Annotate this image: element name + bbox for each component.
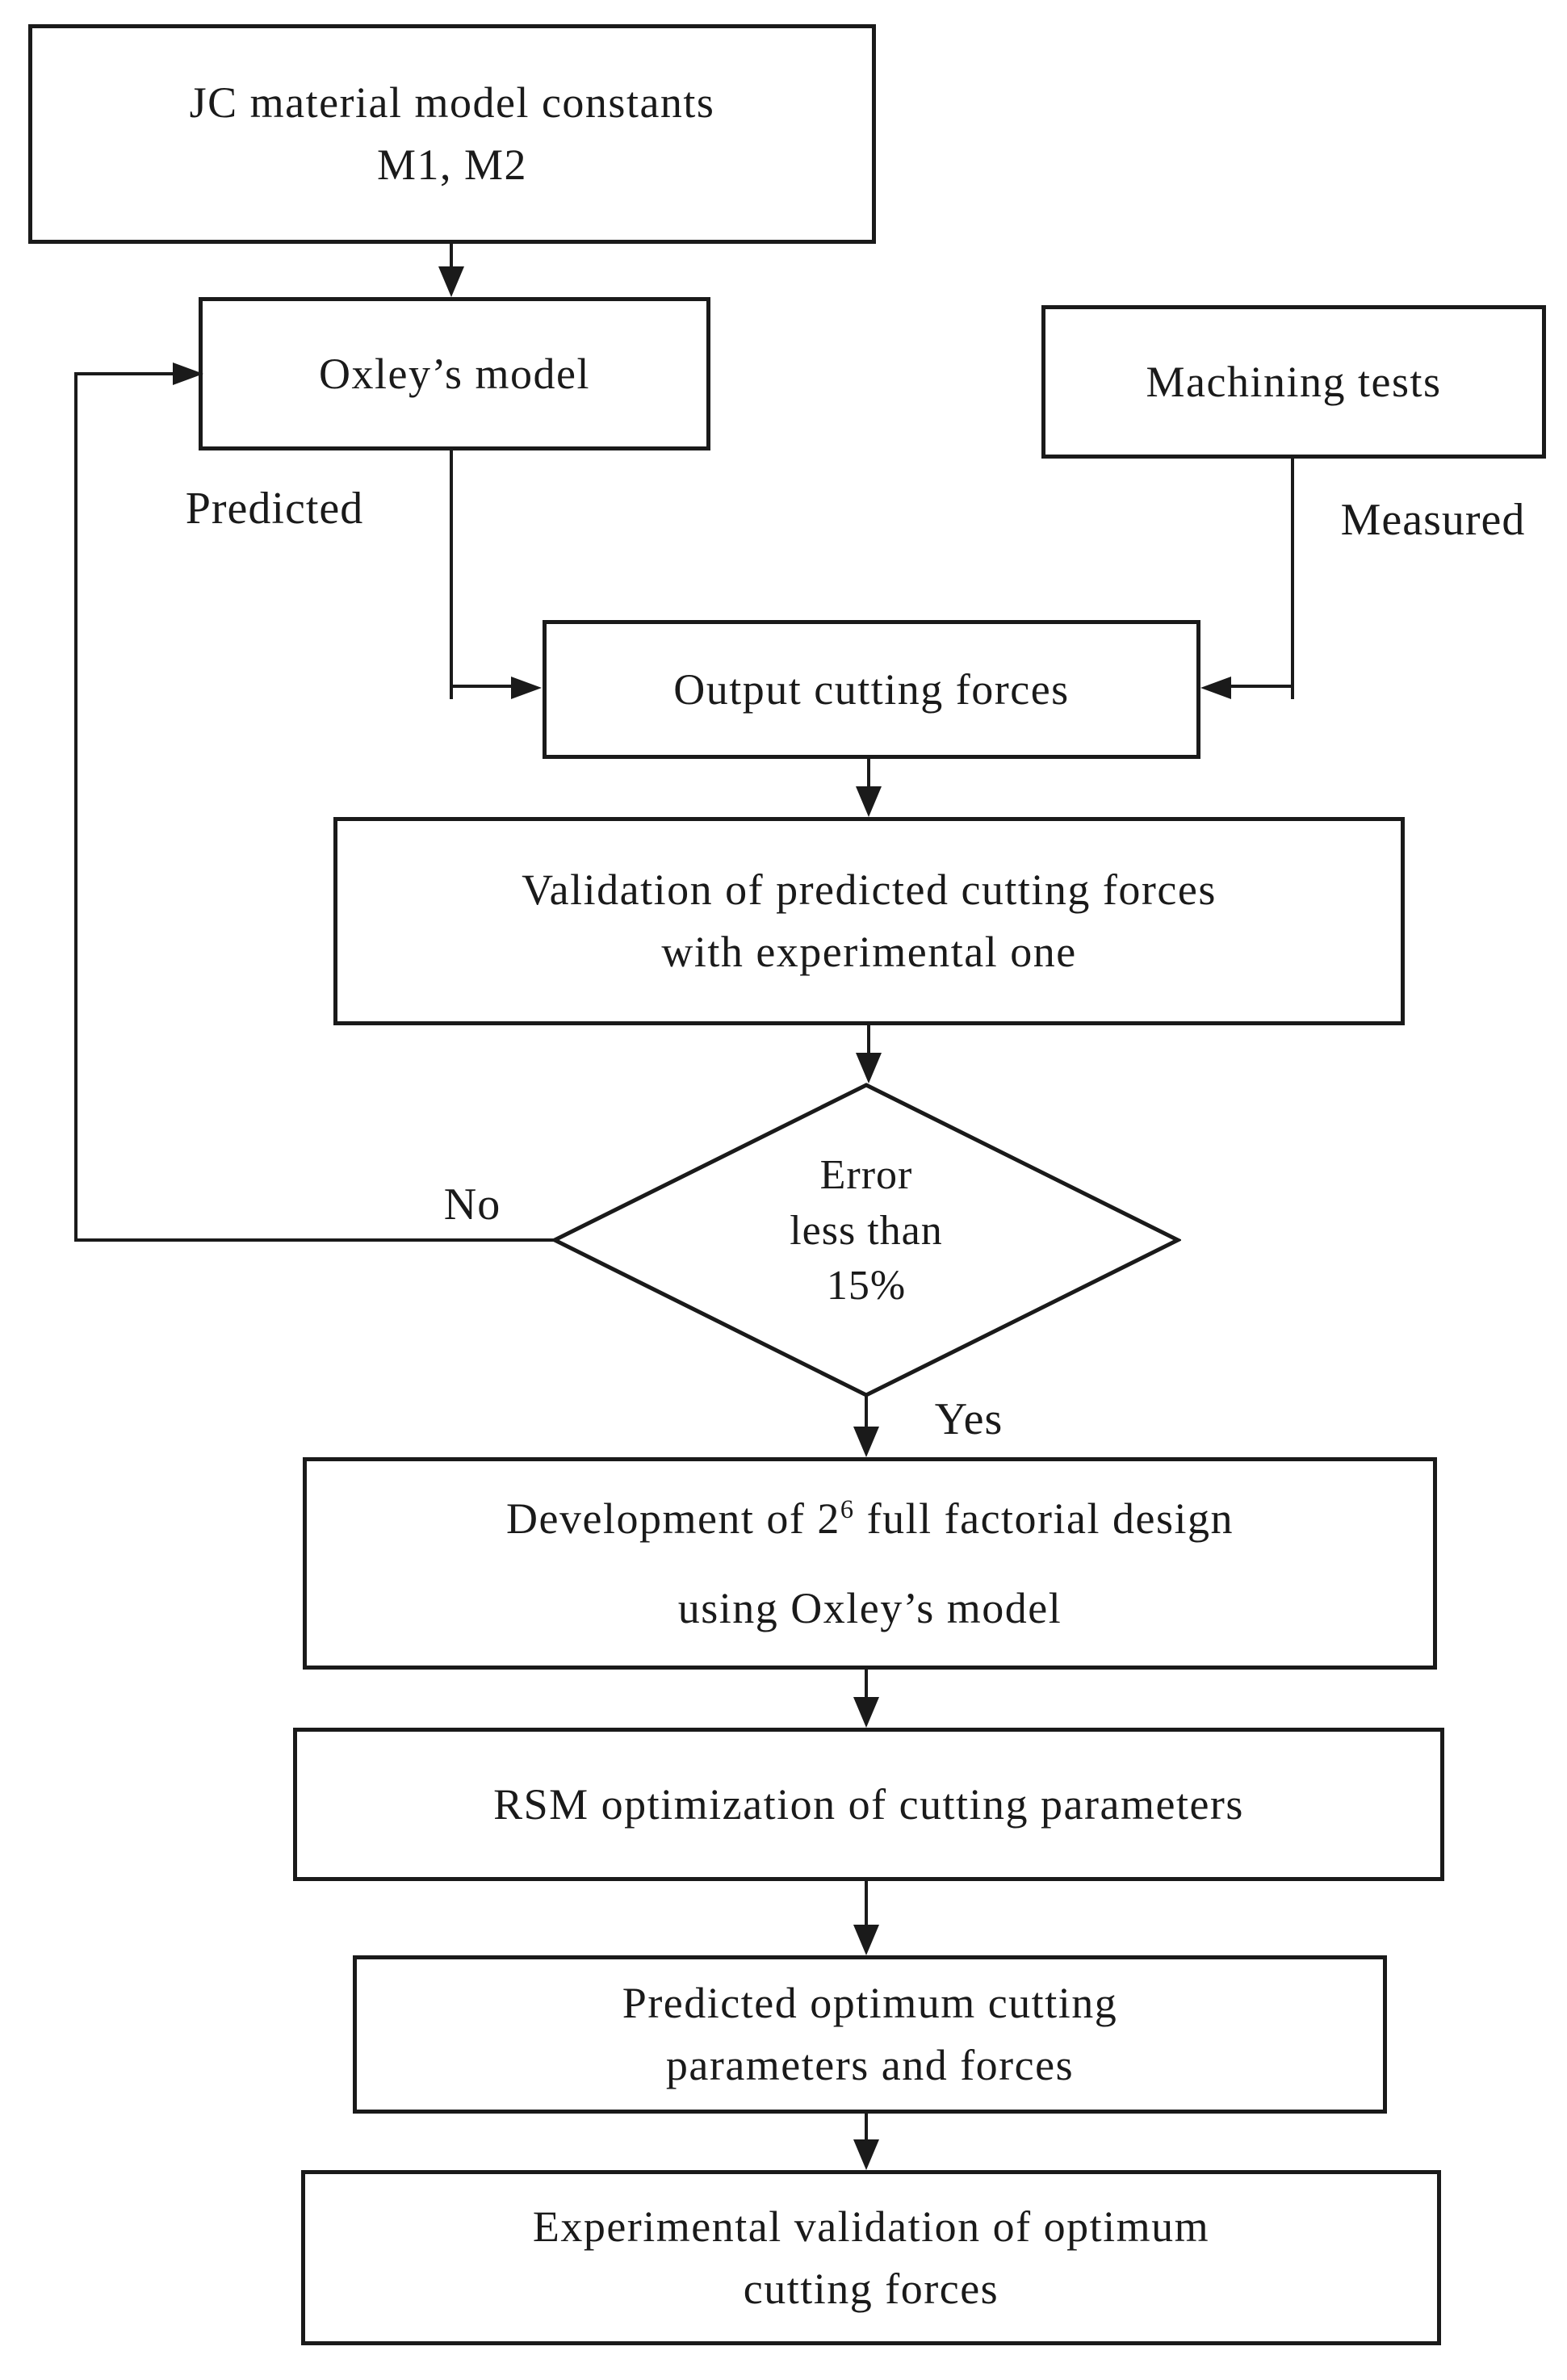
node-text-line: JC material model constants (189, 78, 715, 128)
arrowhead-rsm-to-predicted (853, 1925, 879, 1955)
node-text-line: RSM optimization of cutting parameters (493, 1779, 1244, 1829)
decision-text-line: 15% (826, 1263, 907, 1309)
node-text-line: with experimental one (661, 928, 1077, 976)
flowchart-node-experimental-validation: Experimental validation of optimum cutti… (301, 2170, 1441, 2345)
edge-predicted-to-experimental-line (865, 2114, 868, 2143)
node-text-line: Output cutting forces (673, 664, 1070, 714)
development-exponent: 6 (840, 1494, 855, 1524)
arrowhead-jc-to-oxley (438, 266, 464, 297)
flowchart-decision-diamond (551, 1083, 1181, 1397)
edge-label-measured: Measured (1340, 495, 1526, 545)
edge-rsm-to-predicted-line (865, 1881, 868, 1928)
edge-development-to-rsm-line (865, 1670, 868, 1700)
edge-decision-to-development-line (865, 1396, 868, 1430)
edge-output-to-validation-line (867, 759, 870, 790)
edge-oxley-to-output-hline (450, 685, 513, 688)
arrowhead-development-to-rsm (853, 1697, 879, 1728)
edge-oxley-to-output-vline (450, 450, 453, 699)
flowchart-node-output-cutting-forces: Output cutting forces (543, 620, 1200, 759)
flowchart-node-jc-material-constants: JC material model constants M1, M2 (28, 24, 876, 244)
node-text-line: Validation of predicted cutting forces (522, 865, 1217, 915)
node-text-line: Machining tests (1146, 357, 1442, 406)
arrowhead-validation-to-decision (856, 1053, 882, 1083)
node-text-line: Predicted optimum cutting (622, 1979, 1118, 2028)
flowchart-node-predicted-optimum: Predicted optimum cutting parameters and… (353, 1955, 1387, 2114)
arrowhead-machining-to-output (1200, 677, 1231, 699)
arrowhead-decision-to-development (853, 1427, 879, 1457)
edge-validation-to-decision-line (867, 1025, 870, 1056)
node-text-line: using Oxley’s model (677, 1583, 1062, 1632)
node-text-line: parameters and forces (665, 2041, 1075, 2089)
edge-jc-to-oxley-line (450, 244, 453, 270)
node-text-line: cutting forces (743, 2264, 999, 2313)
decision-text-line: Error (819, 1152, 913, 1198)
development-line1-pre: Development of 2 (506, 1494, 840, 1543)
edge-no-hline (76, 1238, 555, 1242)
edge-label-no: No (443, 1180, 501, 1230)
node-text-line: Experimental validation of optimum (532, 2202, 1210, 2251)
edge-feedback-vline (74, 372, 78, 1242)
edge-feedback-hline (76, 372, 174, 375)
node-text-line: M1, M2 (376, 140, 528, 189)
edge-label-predicted: Predicted (185, 484, 364, 534)
flowchart-node-validation: Validation of predicted cutting forces w… (333, 817, 1405, 1025)
edge-machining-to-output-vline (1291, 459, 1294, 699)
edge-label-yes: Yes (934, 1394, 1003, 1444)
flowchart-node-rsm-optimization: RSM optimization of cutting parameters (293, 1728, 1444, 1881)
decision-diamond-shape (551, 1083, 1181, 1397)
arrowhead-predicted-to-experimental (853, 2139, 879, 2170)
edge-machining-to-output-hline (1230, 685, 1293, 688)
flowchart-node-machining-tests: Machining tests (1041, 305, 1546, 459)
arrowhead-feedback-to-oxley (173, 362, 203, 385)
arrowhead-output-to-validation (856, 786, 882, 817)
node-text-line: Oxley’s model (319, 349, 590, 398)
decision-diamond-text: Error less than 15% (632, 1148, 1100, 1314)
flowchart-node-factorial-design: Development of 26 full factorial design … (303, 1457, 1437, 1670)
arrowhead-oxley-to-output (511, 677, 542, 699)
development-line1-post: full factorial design (854, 1494, 1234, 1543)
node-text-line: Development of 26 full factorial design (506, 1493, 1234, 1545)
flowchart-node-oxley-model: Oxley’s model (199, 297, 710, 450)
decision-text-line: less than (790, 1207, 943, 1254)
